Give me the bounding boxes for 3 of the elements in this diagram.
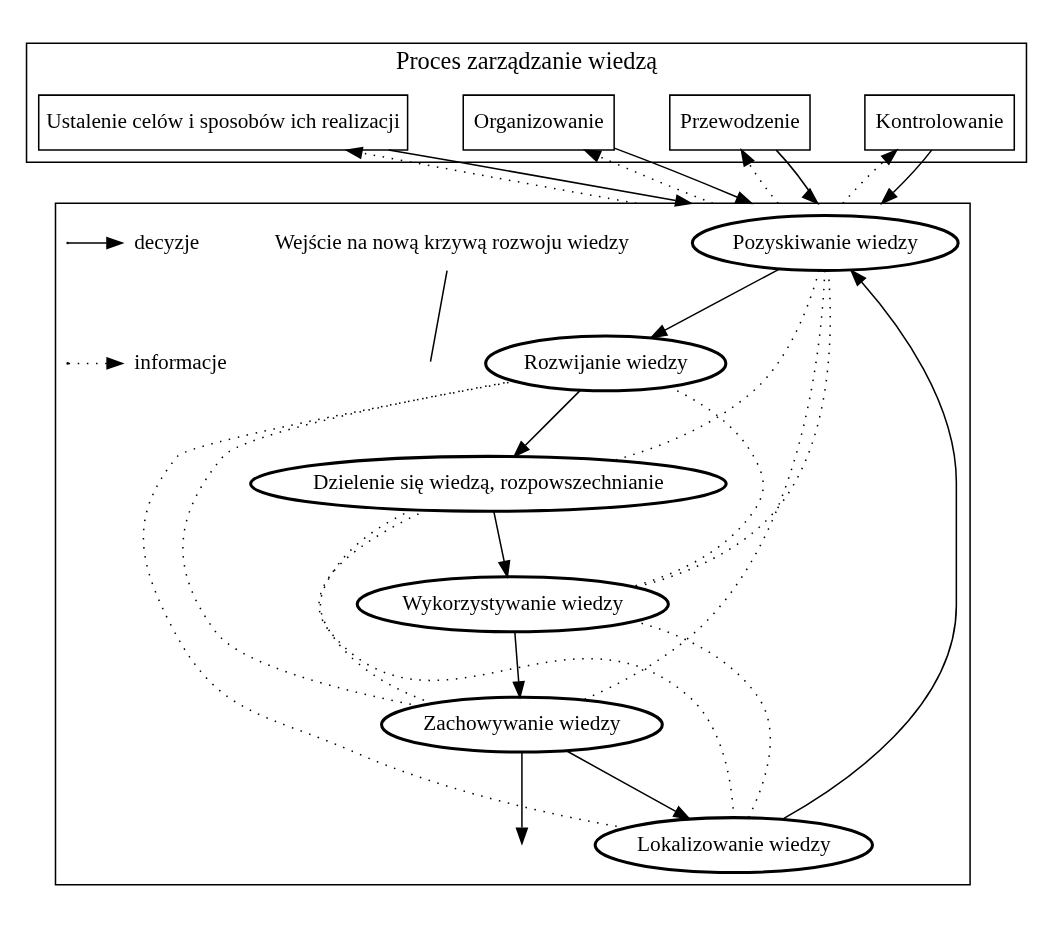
legend-label: decyzje xyxy=(134,229,200,254)
node-text: Wejście na nową krzywą rozwoju wiedzy xyxy=(274,229,629,254)
legend-label: informacje xyxy=(134,350,227,375)
